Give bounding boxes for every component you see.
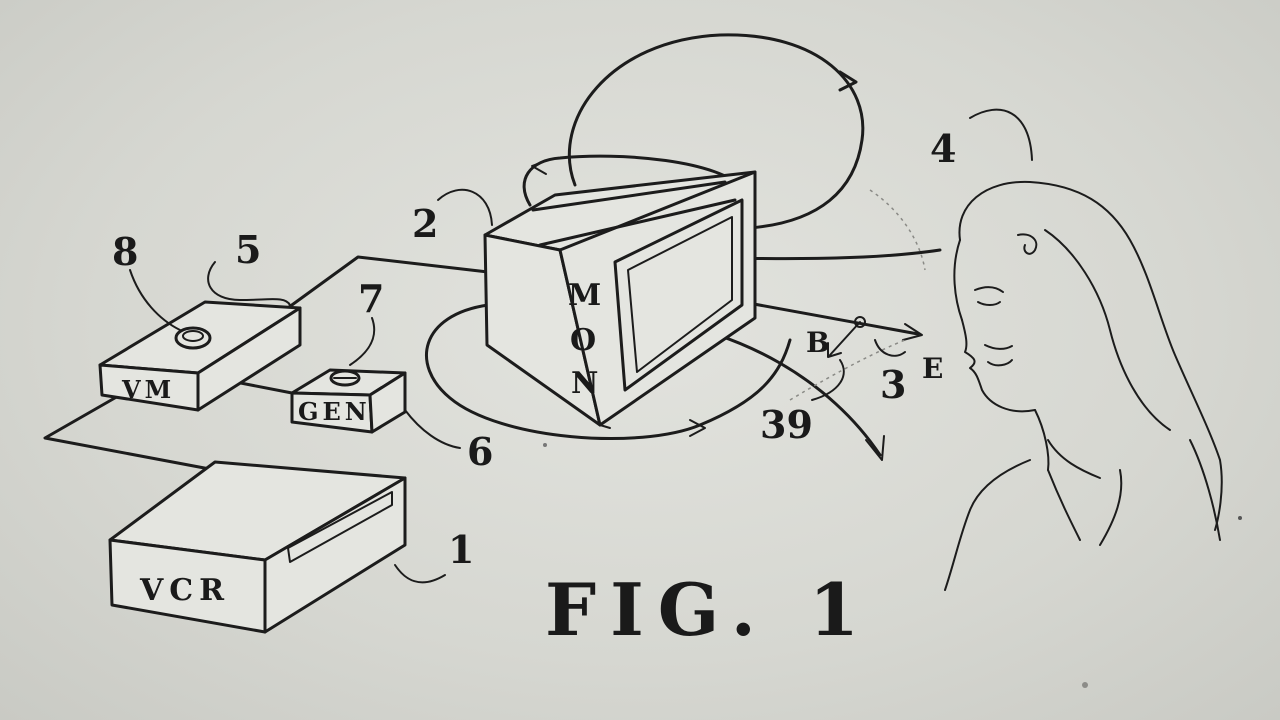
b-vector [829,321,861,356]
monitor-band-bottom [538,198,737,247]
monitor-screen [613,198,744,392]
hair-curl [1017,233,1038,255]
leader-2 [437,188,493,226]
monitor-label-o: O [570,323,602,358]
face-profile [961,319,1036,413]
shoulder-right [1189,439,1221,541]
speck [1238,516,1242,520]
leader-1 [394,564,446,584]
bottom-loop-arrowhead [689,419,706,437]
field-loops [425,33,865,441]
leader-8 [129,269,181,331]
point-3-leader [874,339,906,357]
hair-front [953,239,963,321]
leader-5 [207,261,291,306]
vm-knob-center [182,330,204,342]
gen-knob [329,369,361,387]
upper-field-loop [568,33,865,230]
vm-knob [174,326,212,350]
figure-caption: FIG. 1 [545,567,873,652]
monitor: M O N [483,170,757,429]
speck [1082,682,1088,688]
speck [543,443,547,447]
numeral-5: 5 [235,227,261,272]
viewer [944,180,1223,591]
mouth-upper [984,344,1013,350]
b-vector-arrowhead [827,342,842,358]
top-loop-arrowhead [531,159,549,175]
ray-center-arrowhead [902,323,923,341]
monitor-base-edge [599,424,611,429]
monitor-screen-inner [627,216,733,373]
hair-outer [958,180,1223,531]
field-39-leader [811,359,845,401]
numeral-4: 4 [930,126,956,171]
dotted-guide-1 [869,189,926,271]
gen-side-face [368,371,407,434]
gen-label: GEN [298,397,371,426]
leader-7 [349,317,376,366]
video-modulator: VM [98,300,302,412]
cable-monitor-to-vm [283,255,490,312]
eye [977,301,1001,306]
neck [1047,439,1101,479]
numeral-6: 6 [467,429,493,474]
monitor-band-top [531,180,727,212]
letter-b: B [806,326,830,359]
letter-e: E [922,352,943,385]
eyebrow [974,286,1004,293]
leader-lines [129,108,1033,584]
numeral-1: 1 [448,527,474,572]
leader-4 [969,108,1033,161]
reference-numerals: 2 4 8 5 7 6 1 3 39 B E [112,126,956,572]
jaw-line [1034,409,1050,471]
ray-lower-arrowhead [865,435,885,461]
monitor-label-m: M [568,278,607,313]
collar [1047,469,1081,541]
hair-inner [1044,229,1171,431]
top-field-loop [522,154,747,207]
vcr-label: VCR [139,573,230,608]
bottom-field-loop [425,303,792,441]
cable-vm-to-vcr [43,393,217,472]
leader-6 [404,409,461,449]
dotted-guide-2 [789,339,906,401]
upper-loop-arrowhead [838,70,858,92]
monitor-front-face [558,170,757,427]
monitor-label-n: N [571,366,604,401]
strap [1099,469,1123,546]
vm-label: VM [121,375,175,404]
numeral-7: 7 [358,276,384,321]
ray-point-3 [854,316,866,328]
numeral-8: 8 [112,229,138,274]
generator: GEN [290,368,407,434]
numeral-39: 39 [760,402,813,447]
shoulder-left [944,459,1031,591]
numeral-2: 2 [412,201,438,246]
mouth-lower [987,359,1013,367]
vcr-tape-slot [287,491,393,563]
vm-side-face [196,306,302,412]
vcr: VCR [108,460,407,634]
numeral-3: 3 [880,362,906,407]
